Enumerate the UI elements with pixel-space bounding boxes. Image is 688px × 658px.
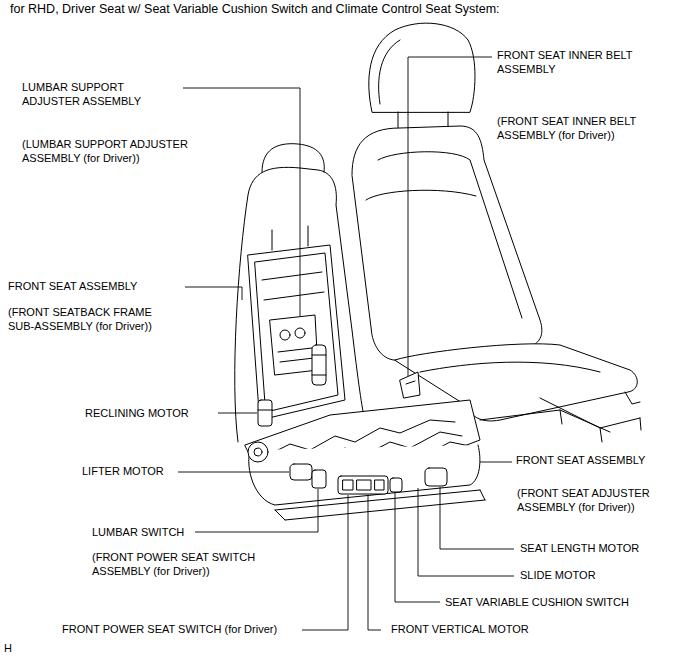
driver-seat-frame-part bbox=[312, 470, 326, 488]
label-anchor: FRONT SEAT ASSEMBLY bbox=[8, 279, 137, 293]
leader-lines bbox=[178, 57, 514, 630]
background-seat-part bbox=[480, 410, 610, 432]
driver-seat-frame-part bbox=[249, 445, 480, 505]
driver-seat-frame-part bbox=[258, 400, 272, 426]
driver-seat-frame-part bbox=[375, 480, 384, 490]
background-seat bbox=[352, 23, 641, 442]
driver-seat-frame-part bbox=[262, 272, 324, 300]
driver-seat-frame-part bbox=[338, 476, 388, 494]
driver-seat-frame-part bbox=[275, 490, 485, 520]
background-seat-part bbox=[540, 398, 641, 442]
part-label: LUMBAR SWITCH bbox=[92, 525, 184, 539]
diagram-title: for RHD, Driver Seat w/ Seat Variable Cu… bbox=[10, 2, 500, 17]
part-label: FRONT VERTICAL MOTOR bbox=[391, 622, 529, 636]
label-anchor: FRONT SEAT INNER BELT ASSEMBLY bbox=[497, 48, 636, 76]
label-anchor: LUMBAR SUPPORT ADJUSTER ASSEMBLY bbox=[22, 80, 145, 108]
leader-lines-part bbox=[395, 493, 440, 602]
part-label: SLIDE MOTOR bbox=[520, 568, 596, 582]
background-seat-part bbox=[352, 126, 542, 360]
driver-seat-frame-part bbox=[280, 330, 290, 340]
label-anchor: RECLINING MOTOR bbox=[85, 406, 189, 420]
driver-seat-frame-part bbox=[312, 345, 326, 385]
driver-seat-frame-part bbox=[272, 226, 308, 250]
leader-lines-part bbox=[302, 495, 348, 630]
driver-seat-frame-part bbox=[312, 355, 326, 375]
driver-seat-frame-part bbox=[290, 464, 312, 480]
part-label: H bbox=[4, 641, 12, 655]
part-label: (FRONT POWER SEAT SWITCH ASSEMBLY (for D… bbox=[92, 550, 259, 578]
leader-lines-part bbox=[480, 462, 512, 463]
part-label: FRONT SEAT INNER BELT ASSEMBLY bbox=[497, 48, 636, 76]
driver-seat-frame-part bbox=[278, 348, 314, 362]
background-seat-part bbox=[378, 152, 522, 318]
driver-seat-frame-part bbox=[254, 448, 262, 456]
label-anchor: (FRONT SEAT INNER BELT ASSEMBLY (for Dri… bbox=[497, 114, 640, 142]
label-anchor: LIFTER MOTOR bbox=[82, 464, 164, 478]
background-seat-part bbox=[379, 40, 400, 104]
part-label: LIFTER MOTOR bbox=[82, 464, 164, 478]
label-anchor: SEAT LENGTH MOTOR bbox=[520, 541, 639, 555]
background-seat-part bbox=[420, 362, 600, 372]
driver-seat-frame-part bbox=[248, 245, 345, 420]
leader-lines-part bbox=[408, 57, 492, 376]
driver-seat-frame-part bbox=[400, 372, 420, 398]
leader-lines-part bbox=[183, 88, 300, 316]
part-label: FRONT SEAT ASSEMBLY bbox=[516, 453, 645, 467]
driver-seat-frame-part bbox=[262, 144, 324, 172]
driver-seat-frame-part bbox=[258, 410, 272, 411]
background-seat-part bbox=[369, 23, 475, 112]
label-anchor: (LUMBAR SUPPORT ADJUSTER ASSEMBLY (for D… bbox=[22, 137, 192, 165]
label-anchor: (FRONT SEATBACK FRAME SUB-ASSEMBLY (for … bbox=[8, 305, 156, 333]
leader-lines-part bbox=[178, 472, 289, 473]
part-label: (LUMBAR SUPPORT ADJUSTER ASSEMBLY (for D… bbox=[22, 137, 192, 165]
driver-seat-frame-part bbox=[295, 328, 305, 338]
title-anchor: for RHD, Driver Seat w/ Seat Variable Cu… bbox=[10, 2, 500, 17]
part-label: (FRONT SEAT INNER BELT ASSEMBLY (for Dri… bbox=[497, 114, 640, 142]
label-anchor: SEAT VARIABLE CUSHION SWITCH bbox=[445, 595, 629, 609]
background-seat-part bbox=[366, 190, 476, 200]
label-anchor: (FRONT SEAT ADJUSTER ASSEMBLY (for Drive… bbox=[517, 486, 654, 514]
driver-seat-frame-part bbox=[357, 480, 371, 490]
leader-lines-part bbox=[418, 488, 514, 576]
driver-seat-frame bbox=[235, 144, 485, 520]
leader-lines-part bbox=[195, 489, 318, 532]
driver-seat-frame-part bbox=[270, 315, 318, 375]
leader-lines-part bbox=[368, 495, 381, 630]
driver-seat-frame-part bbox=[390, 478, 402, 492]
driver-seat-frame-part bbox=[343, 480, 353, 490]
part-label: LUMBAR SUPPORT ADJUSTER ASSEMBLY bbox=[22, 80, 145, 108]
label-anchor: LUMBAR SWITCH bbox=[92, 525, 184, 539]
driver-seat-frame-part bbox=[248, 442, 268, 462]
part-label: (FRONT SEAT ADJUSTER ASSEMBLY (for Drive… bbox=[517, 486, 654, 514]
label-anchor: SLIDE MOTOR bbox=[520, 568, 596, 582]
driver-seat-frame-part bbox=[406, 381, 415, 384]
part-label: SEAT LENGTH MOTOR bbox=[520, 541, 639, 555]
label-anchor: FRONT VERTICAL MOTOR bbox=[391, 622, 529, 636]
part-label: (FRONT SEATBACK FRAME SUB-ASSEMBLY (for … bbox=[8, 305, 156, 333]
leader-lines-part bbox=[218, 413, 257, 414]
background-seat-part bbox=[625, 392, 640, 404]
part-label: RECLINING MOTOR bbox=[85, 406, 189, 420]
label-anchor: H bbox=[4, 641, 12, 655]
driver-seat-frame-part bbox=[425, 468, 447, 486]
label-anchor: FRONT POWER SEAT SWITCH (for Driver) bbox=[62, 622, 277, 636]
label-anchor: FRONT SEAT ASSEMBLY bbox=[516, 453, 645, 467]
part-label: SEAT VARIABLE CUSHION SWITCH bbox=[445, 595, 629, 609]
leader-lines-part bbox=[185, 287, 242, 300]
label-anchor: (FRONT POWER SEAT SWITCH ASSEMBLY (for D… bbox=[92, 550, 259, 578]
part-label: FRONT POWER SEAT SWITCH (for Driver) bbox=[62, 622, 277, 636]
leader-lines-part bbox=[440, 487, 514, 549]
part-label: FRONT SEAT ASSEMBLY bbox=[8, 279, 137, 293]
driver-seat-frame-part bbox=[255, 253, 338, 412]
